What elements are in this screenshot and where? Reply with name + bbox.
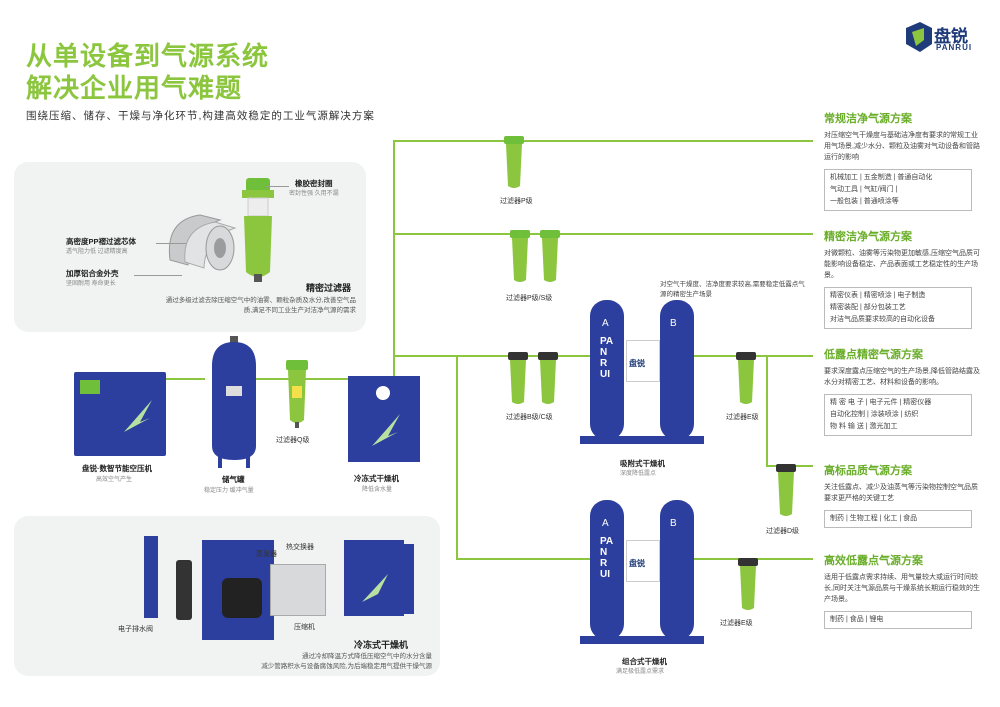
adsorption-label-a: A — [602, 318, 609, 329]
solution-5-title: 高效低露点气源方案 — [824, 555, 923, 567]
combined-sub: 满足极低露点需求 — [616, 669, 665, 675]
solution-1: 常规洁净气源方案 对压缩空气干燥度与基础洁净度有要求的常规工业用气场景,减少水分… — [824, 110, 984, 211]
brand-logo-icon — [906, 22, 932, 52]
refrigerated-dryer — [348, 376, 420, 462]
filter-detail-name: 精密过滤器 — [306, 283, 352, 293]
combined-label-b: B — [670, 518, 677, 529]
filter-ps-name: 过滤器P级/S级 — [506, 295, 553, 302]
tank-sub: 稳定压力 缓冲气量 — [204, 488, 254, 494]
solution-2-tags: 精密仪表 | 精密喷涂 | 电子制造 精密装配 | 部分包装工艺 对洁气品质要求… — [824, 287, 972, 329]
solution-5: 高效低露点气源方案 适用于低露点需求持续、用气量较大或运行时间较长,同时关注气源… — [824, 552, 984, 629]
solution-3: 低露点精密气源方案 要求深度露点压缩空气的生产场景,降低管路结露及水分对精密工艺… — [824, 346, 984, 436]
solution-3-title: 低露点精密气源方案 — [824, 349, 923, 361]
part-evaporator: 蒸发器 — [256, 551, 277, 558]
combined-dryer: A B PANRUI 盘锐 — [580, 500, 704, 650]
callout-seal-title: 橡胶密封圈 — [295, 179, 333, 188]
filter-p — [504, 136, 524, 188]
air-compressor — [74, 372, 166, 456]
solution-4-tags: 制药 | 生物工程 | 化工 | 食品 — [824, 510, 972, 528]
combined-name: 组合式干燥机 — [622, 657, 667, 666]
brand-name-cn: 盘锐 — [934, 27, 968, 46]
cutaway-name: 冷冻式干燥机 — [354, 640, 409, 650]
filter-e2 — [738, 558, 758, 610]
callout-shell-desc: 坚固耐用 寿命更长 — [66, 281, 116, 287]
solution-3-desc: 要求深度露点压缩空气的生产场景,降低管路结露及水分对精密工艺、材料和设备的影响。 — [824, 368, 980, 386]
solution-1-tags: 机械加工 | 五金制造 | 普通自动化 气动工具 | 气缸/阀门 | 一般包装 … — [824, 169, 972, 211]
dryer-name: 冷冻式干燥机 — [354, 474, 399, 483]
callout-core-desc: 透气阻力低 过滤精度高 — [66, 249, 128, 255]
callout-core-title: 高密度PP褶过滤芯体 — [66, 237, 137, 246]
callout-shell-title: 加厚铝合金外壳 — [66, 269, 119, 278]
solution-5-desc: 适用于低露点需求持续、用气量较大或运行时间较长,同时关注气源品质与干燥系统长期运… — [824, 574, 980, 603]
dryer-sub: 降低含水量 — [362, 487, 393, 493]
combined-brand: PANRUI — [600, 536, 614, 580]
filter-detail-desc: 通过多级过滤去除压缩空气中的油雾、颗粒杂质及水分,改善空气品质,满足不同工业生产… — [165, 297, 356, 314]
solution-4: 高标品质气源方案 关注低露点、减少及油蒸气等污染物控制空气品质要求更严格的关键工… — [824, 462, 984, 528]
solution-1-title: 常规洁净气源方案 — [824, 113, 912, 125]
combined-logo: 盘锐 — [629, 559, 645, 568]
compressor-sub: 高效空气产生 — [96, 477, 133, 483]
filter-q — [286, 360, 308, 428]
filter-bc-name: 过滤器B级/C级 — [506, 414, 553, 421]
filter-e2-name: 过滤器E级 — [720, 620, 753, 627]
adsorption-brand: PANRUI — [600, 336, 614, 380]
air-tank — [212, 336, 256, 468]
part-heat-exchanger: 热交换器 — [286, 544, 314, 551]
adsorption-logo: 盘锐 — [629, 359, 645, 368]
part-drain: 电子排水阀 — [118, 626, 153, 633]
solution-2-title: 精密洁净气源方案 — [824, 231, 912, 243]
subheadline: 围绕压缩、储存、干燥与净化环节,构建高效稳定的工业气源解决方案 — [26, 110, 375, 122]
filter-p-name: 过滤器P级 — [500, 198, 533, 205]
filter-d-name: 过滤器D级 — [766, 528, 800, 535]
filter-d — [776, 464, 796, 516]
solution-5-tags: 制药 | 食品 | 锂电 — [824, 611, 972, 629]
part-compressor: 压缩机 — [294, 624, 315, 631]
filter-e1 — [736, 352, 756, 404]
adsorption-sub: 深度降低露点 — [620, 471, 657, 477]
combined-label-a: A — [602, 518, 609, 529]
filter-housing-illustration — [242, 178, 274, 282]
brand-name-en: PANRUI — [936, 43, 973, 52]
filter-core-illustration — [168, 214, 237, 271]
drain-valve-part — [176, 560, 192, 620]
filter-ps — [510, 230, 560, 282]
headline-line1: 从单设备到气源系统 — [26, 41, 270, 71]
cutaway-dryer-front — [344, 540, 404, 616]
solution-3-tags: 精 密 电 子 | 电子元件 | 精密仪器 自动化控制 | 涂装喷涂 | 纺织 … — [824, 394, 972, 436]
solution-2: 精密洁净气源方案 对微颗粒、油雾等污染物更加敏感,压缩空气品质可能影响设备稳定、… — [824, 228, 984, 329]
compressor-part — [222, 578, 262, 618]
solution-4-desc: 关注低露点、减少及油蒸气等污染物控制空气品质要求更严格的关键工艺 — [824, 484, 978, 502]
solution-2-desc: 对微颗粒、油雾等污染物更加敏感,压缩空气品质可能影响设备稳定、产品表面或工艺稳定… — [824, 250, 980, 279]
callout-seal-desc: 密封性强 久用不漏 — [289, 191, 339, 197]
headline-line2: 解决企业用气难题 — [26, 73, 243, 103]
adsorption-label-b: B — [670, 318, 677, 329]
adsorption-name: 吸附式干燥机 — [620, 459, 665, 468]
precision-note: 对空气干燥度、洁净度要求较高,需要稳定低露点气源的精密生产场景 — [660, 281, 805, 298]
cutaway-desc2: 减少管路积水与设备腐蚀风险,为后端稳定用气提供干燥气源 — [261, 663, 432, 670]
solution-1-desc: 对压缩空气干燥度与基础洁净度有要求的常规工业用气场景,减少水分、颗粒及油雾对气动… — [824, 132, 980, 161]
cutaway-desc1: 通过冷却降温方式降低压缩空气中的水分含量 — [302, 653, 432, 660]
filter-e1-name: 过滤器E级 — [726, 414, 759, 421]
filter-bc — [508, 352, 558, 404]
solution-4-title: 高标品质气源方案 — [824, 465, 912, 477]
adsorption-dryer: A B PANRUI 盘锐 — [580, 300, 704, 450]
cutaway-door-left — [144, 536, 158, 618]
compressor-name: 盘锐·数智节能空压机 — [82, 464, 152, 473]
tank-name: 储气罐 — [222, 475, 245, 484]
filter-q-name: 过滤器Q级 — [276, 437, 310, 444]
heat-exchanger-part — [270, 564, 326, 616]
headline: 从单设备到气源系统 解决企业用气难题 — [26, 40, 269, 104]
